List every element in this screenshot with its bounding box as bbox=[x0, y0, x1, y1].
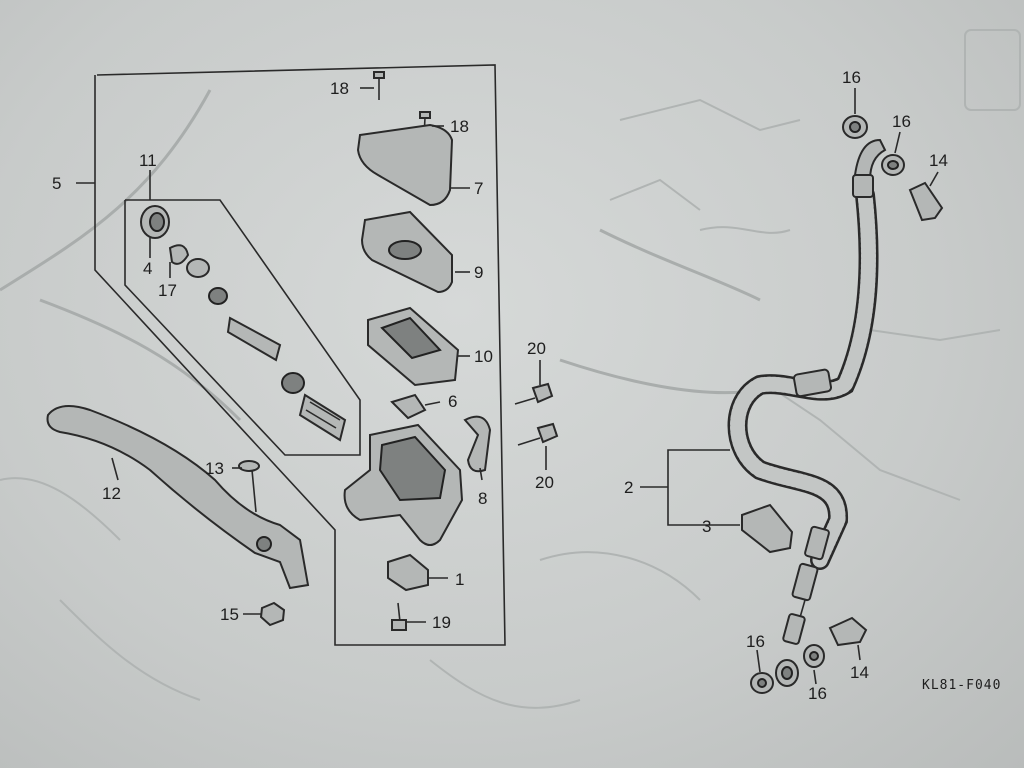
callout-18-right: 18 bbox=[450, 117, 469, 136]
nut-15 bbox=[259, 601, 286, 627]
callout-19: 19 bbox=[432, 613, 451, 632]
callout-1: 1 bbox=[455, 570, 465, 589]
callout-9: 9 bbox=[474, 263, 484, 282]
switch-1 bbox=[387, 553, 429, 592]
reservoir-cap-7 bbox=[356, 123, 454, 207]
callout-5: 5 bbox=[52, 174, 62, 193]
seal-kit-frame bbox=[124, 199, 361, 456]
screw-19 bbox=[391, 602, 407, 631]
seal-kit-parts bbox=[140, 205, 347, 442]
group-frame bbox=[94, 64, 506, 646]
pivot-bolt-13 bbox=[238, 460, 260, 513]
callout-11: 11 bbox=[139, 151, 157, 170]
callout-20-bottom: 20 bbox=[535, 473, 554, 492]
clip-6 bbox=[390, 393, 427, 420]
callout-14-bottom: 14 bbox=[850, 663, 869, 682]
callout-8: 8 bbox=[478, 489, 488, 508]
callout-16-top-right: 16 bbox=[892, 112, 911, 131]
callout-7: 7 bbox=[474, 179, 484, 198]
callout-15: 15 bbox=[220, 605, 239, 624]
banjo-bolt-14-bottom bbox=[828, 616, 868, 647]
callout-20-top: 20 bbox=[527, 339, 546, 358]
callout-16-bottom-right: 16 bbox=[808, 684, 827, 703]
callout-13: 13 bbox=[205, 459, 224, 478]
callout-16-bottom-left: 16 bbox=[746, 632, 765, 651]
banjo-bolt-14-top bbox=[908, 181, 944, 222]
bolt-20-bottom bbox=[517, 422, 559, 446]
callout-4: 4 bbox=[143, 259, 153, 278]
callout-12: 12 bbox=[102, 484, 121, 503]
holder-8 bbox=[463, 415, 492, 473]
callout-17: 17 bbox=[158, 281, 177, 300]
brake-lever-12 bbox=[46, 405, 310, 590]
callout-2: 2 bbox=[624, 478, 634, 497]
callout-14-top: 14 bbox=[929, 151, 948, 170]
callout-18-top: 18 bbox=[330, 79, 349, 98]
diagram-code: KL81-F040 bbox=[922, 678, 1002, 693]
callout-6: 6 bbox=[448, 392, 458, 411]
ghost-background bbox=[0, 29, 1021, 709]
leader-lines bbox=[76, 87, 939, 685]
hose-clamp-3 bbox=[741, 503, 794, 554]
bolt-20-top bbox=[514, 382, 554, 405]
callout-3: 3 bbox=[702, 517, 712, 536]
callout-10: 10 bbox=[474, 347, 493, 366]
screw-18-top bbox=[373, 71, 385, 100]
callout-16-top-left: 16 bbox=[842, 68, 861, 87]
